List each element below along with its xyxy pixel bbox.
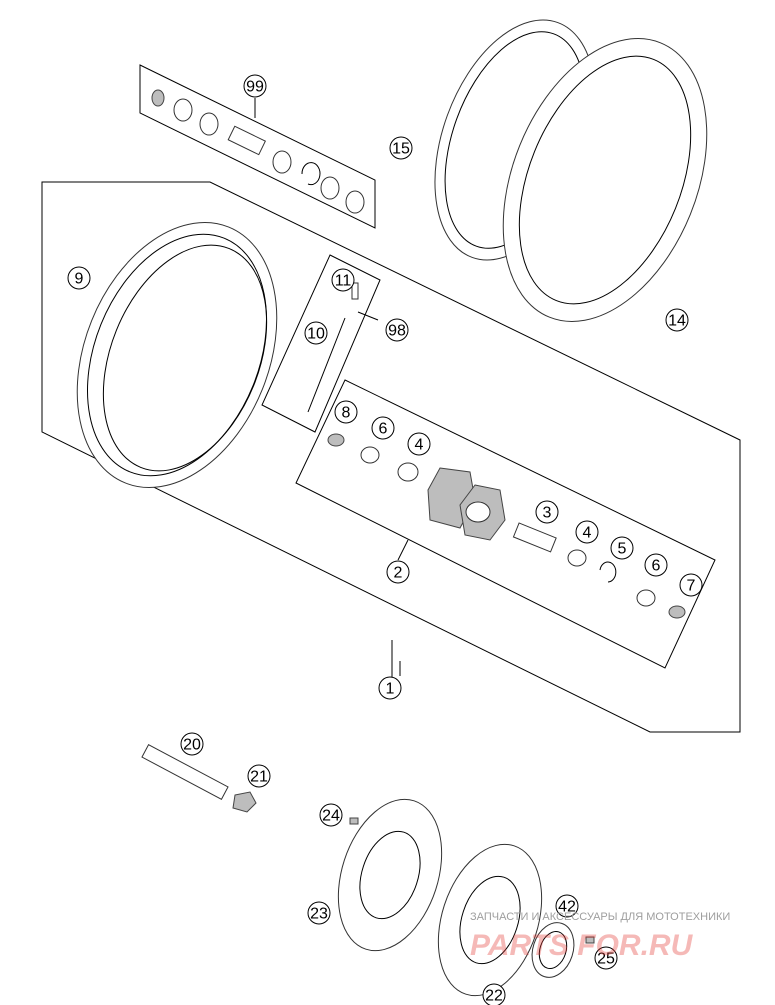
callout-circle: [389, 136, 413, 160]
callout-circle: [180, 732, 204, 756]
callout-circle: [371, 416, 395, 440]
callout-6b: 6: [644, 553, 668, 577]
callout-3: 3: [535, 500, 559, 524]
callout-circle: [331, 268, 355, 292]
callout-10: 10: [304, 321, 328, 345]
callout-circle: [679, 573, 703, 597]
callout-21: 21: [247, 764, 271, 788]
callout-9: 9: [67, 266, 91, 290]
callout-label: 25: [597, 951, 615, 968]
callout-11: 11: [331, 268, 355, 292]
callout-42: 42: [555, 894, 579, 918]
callout-circle: [307, 901, 331, 925]
callout-circle: [385, 318, 409, 342]
callout-label: 2: [394, 565, 403, 582]
callout-label: 23: [310, 906, 328, 923]
callout-label: 3: [543, 505, 552, 522]
sensor-ring: [531, 922, 595, 978]
tire-and-tube: [434, 19, 708, 322]
callout-circle: [535, 500, 559, 524]
callout-label: 4: [583, 525, 592, 542]
callout-4a: 4: [407, 432, 431, 456]
spoke-kit: [261, 254, 381, 433]
callout-circle: [319, 803, 343, 827]
callout-label: 99: [246, 79, 264, 96]
callout-label: 14: [668, 313, 686, 330]
callout-circle: [665, 308, 689, 332]
callout-circle: [378, 676, 402, 700]
callout-circle: [247, 764, 271, 788]
callout-label: 8: [342, 405, 351, 422]
leader-lines: [391, 539, 409, 677]
callout-1: 1: [378, 676, 402, 700]
callout-98: 98: [385, 318, 409, 342]
callout-circle: [243, 74, 267, 98]
callout-4b: 4: [575, 520, 599, 544]
rim: [76, 221, 278, 489]
callout-label: 22: [485, 988, 503, 1005]
callout-label: 4: [415, 437, 424, 454]
callout-label: 21: [250, 769, 268, 786]
callout-23: 23: [307, 901, 331, 925]
callout-circle: [386, 560, 410, 584]
callout-7: 7: [679, 573, 703, 597]
callout-20: 20: [180, 732, 204, 756]
callout-24: 24: [319, 803, 343, 827]
axle-and-nut: [141, 744, 257, 813]
callout-label: 10: [307, 326, 325, 343]
callout-circle: [610, 536, 634, 560]
callout-label: 5: [618, 541, 627, 558]
callout-25: 25: [594, 946, 618, 970]
callout-99: 99: [243, 74, 267, 98]
callout-circle: [555, 894, 579, 918]
callout-label: 1: [386, 681, 395, 698]
callout-5: 5: [610, 536, 634, 560]
callout-8: 8: [334, 400, 358, 424]
wheel-assembly-outline: [41, 181, 741, 733]
callout-circle: [644, 553, 668, 577]
callout-circle: [334, 400, 358, 424]
callout-label: 24: [322, 808, 340, 825]
callout-circle: [594, 946, 618, 970]
callout-14: 14: [665, 308, 689, 332]
brake-discs: [337, 798, 543, 997]
callout-label: 9: [75, 271, 84, 288]
callout-2: 2: [386, 560, 410, 584]
callout-label: 42: [558, 899, 576, 916]
hub-panel: [295, 379, 716, 669]
callout-label: 7: [687, 578, 696, 595]
bearing-kit-panel: [139, 64, 376, 229]
callout-label: 15: [392, 141, 410, 158]
callout-circle: [482, 983, 506, 1005]
callout-circle: [67, 266, 91, 290]
callout-label: 20: [183, 737, 201, 754]
watermark-logo: PARTS FOR.RU: [470, 929, 694, 962]
watermark: ЗАПЧАСТИ И АКСЕССУАРЫ ДЛЯ МОТОТЕХНИКИ PA…: [470, 911, 730, 962]
callout-22: 22: [482, 983, 506, 1005]
callout-label: 98: [388, 323, 406, 340]
callout-label: 6: [379, 421, 388, 438]
callout-label: 11: [335, 273, 352, 290]
callout-label: 6: [652, 558, 661, 575]
callout-circle: [407, 432, 431, 456]
callout-circle: [575, 520, 599, 544]
watermark-tagline: ЗАПЧАСТИ И АКСЕССУАРЫ ДЛЯ МОТОТЕХНИКИ: [470, 911, 730, 923]
callout-6a: 6: [371, 416, 395, 440]
callout-circle: [304, 321, 328, 345]
callout-15: 15: [389, 136, 413, 160]
